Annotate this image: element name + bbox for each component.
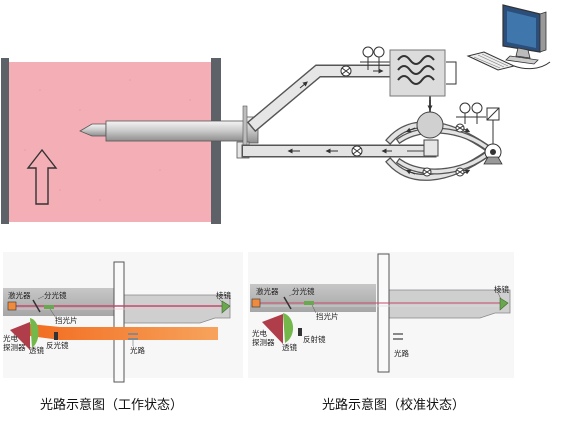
shutter-left <box>44 305 54 309</box>
label-path-left: 光路 <box>130 345 145 355</box>
lens-right <box>283 313 294 343</box>
label-mirror-left: 反光镜 <box>46 340 69 350</box>
flow-arrows <box>287 68 471 175</box>
probe-body-left <box>3 288 117 316</box>
furnace-chamber <box>9 62 212 222</box>
laser-source-right <box>251 298 261 308</box>
label-shutter-left: 挡光片 <box>55 315 78 325</box>
lens-left <box>30 318 39 348</box>
dashes-right <box>393 333 403 340</box>
laser-source-left <box>7 301 17 311</box>
splitter-left <box>32 299 41 313</box>
label-splitter-left: 分光镜 <box>44 290 67 300</box>
dashes-left <box>128 333 138 340</box>
top-process-diagram <box>1 4 551 224</box>
beam-left <box>30 324 218 340</box>
tank-icon <box>407 111 444 157</box>
label-receiver-right-2: 探测器 <box>252 337 275 347</box>
prism-right <box>499 297 509 311</box>
label-receiver-left-2: 探测器 <box>3 342 26 352</box>
label-mirror-right: 反射镜 <box>303 334 326 344</box>
label-shutter-right: 挡光片 <box>316 311 339 321</box>
gauge-icon <box>360 46 486 124</box>
shutter-right <box>304 301 314 305</box>
coil-cooler-icon <box>389 49 457 97</box>
label-lens-right: 透镜 <box>282 342 297 352</box>
label-laser-right: 激光器 <box>256 286 279 296</box>
prism-left <box>221 300 231 314</box>
label-lens-left: 透镜 <box>29 345 44 355</box>
probe-tube-right <box>387 289 511 319</box>
computer-monitor-icon <box>502 4 547 65</box>
label-path-right: 光路 <box>394 348 409 358</box>
flange-right <box>377 253 390 373</box>
left-optical-diagram: 激光器 分光镜 挡光片 光电 探测器 透镜 反光镜 棱镜 光路 <box>3 252 243 383</box>
label-laser-left: 激光器 <box>8 290 31 300</box>
mirror-right <box>298 328 302 336</box>
pump-icon <box>483 107 503 165</box>
label-prism-left: 棱镜 <box>216 290 231 300</box>
label-splitter-right: 分光镜 <box>292 286 315 296</box>
chamber-left-wall <box>1 58 9 224</box>
receiver-left <box>10 322 30 350</box>
keyboard-icon <box>466 51 551 71</box>
label-receiver-left-1: 光电 <box>3 333 18 343</box>
mirror-left <box>54 332 58 340</box>
label-prism-right: 棱镜 <box>494 284 509 294</box>
caption-left: 光路示意图（工作状态） <box>40 398 184 413</box>
flange-left <box>113 261 125 383</box>
up-arrow-icon <box>26 148 58 205</box>
right-optical-diagram: 激光器 分光镜 挡光片 光电 探测器 透镜 反射镜 棱镜 光路 <box>248 252 514 378</box>
receiver-right <box>262 314 283 344</box>
label-receiver-right-1: 光电 <box>252 328 267 338</box>
splitter-right <box>283 296 292 310</box>
pipe-network <box>241 64 495 181</box>
caption-right: 光路示意图（校准状态） <box>322 398 466 413</box>
